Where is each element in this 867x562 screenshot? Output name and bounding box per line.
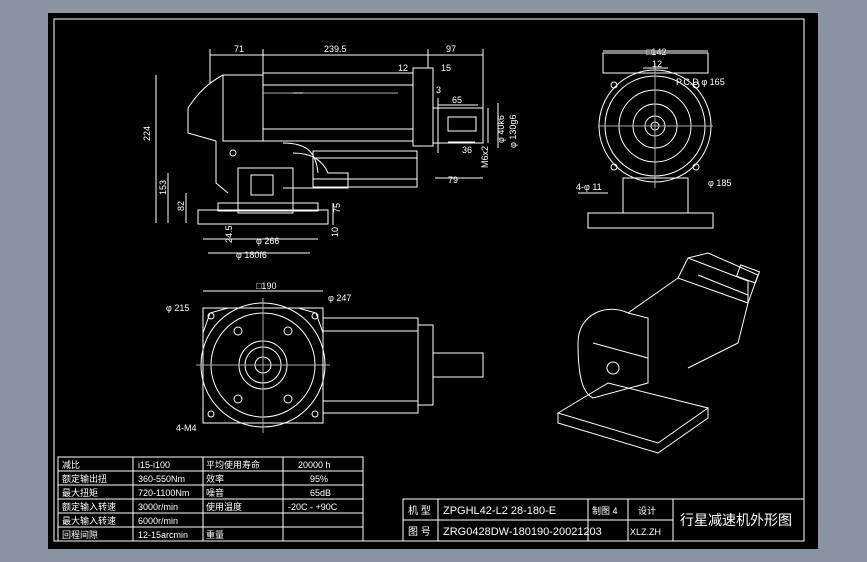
drawing-title: 行星减速机外形图 bbox=[680, 512, 792, 528]
spec-label: 平均使用寿命 bbox=[206, 459, 260, 470]
spec-label: 额定输出扭 bbox=[62, 473, 107, 484]
dim-sq142: □142 bbox=[646, 47, 666, 57]
designer-label: 设计 bbox=[638, 505, 656, 516]
dim-82: 82 bbox=[176, 201, 186, 211]
spec-table-lines bbox=[57, 456, 364, 542]
dim-71: 71 bbox=[234, 44, 244, 54]
front-view bbox=[155, 49, 499, 254]
spec-value: 3000r/min bbox=[138, 502, 178, 512]
spec-value: 12-15arcmin bbox=[138, 530, 188, 540]
title-block-lines bbox=[402, 498, 805, 542]
dim-phi266: φ 266 bbox=[256, 236, 279, 246]
drawing-no-label: 图 号 bbox=[408, 526, 431, 538]
spec-value: 720-1100Nm bbox=[138, 488, 189, 498]
dim-phi180f6: φ 180f6 bbox=[236, 250, 267, 260]
dim-79: 79 bbox=[448, 175, 458, 185]
drawing-number: ZRG0428DW-180190-20021203 bbox=[443, 526, 602, 538]
draw-date-label: 制图 4 bbox=[592, 505, 618, 516]
mark-label: XLZ.ZH bbox=[630, 527, 661, 537]
spec-label: 最大输入转速 bbox=[62, 515, 116, 526]
dim-239-5: 239.5 bbox=[324, 44, 347, 54]
model-number: ZPGHL42-L2 28-180-E bbox=[443, 505, 556, 517]
dim-153: 153 bbox=[158, 180, 168, 195]
dim-phi130g6: φ 130g6 bbox=[508, 115, 518, 148]
spec-label: 回程间隙 bbox=[62, 529, 98, 540]
dim-phi40k6: φ 40k6 bbox=[496, 115, 506, 143]
title-block: 机 型 ZPGHL42-L2 28-180-E 图 号 ZRG0428DW-18… bbox=[408, 504, 792, 538]
isometric-view bbox=[556, 252, 761, 454]
spec-value: 20000 h bbox=[298, 460, 331, 470]
dim-12a: 12 bbox=[398, 63, 408, 73]
dim-36: 36 bbox=[462, 145, 472, 155]
dim-holes-4-m: 4-M4 bbox=[176, 423, 197, 433]
model-label: 机 型 bbox=[408, 504, 431, 517]
dim-24-5: 24.5 bbox=[224, 225, 234, 243]
spec-value: 65dB bbox=[310, 488, 331, 498]
spec-label: 使用温度 bbox=[206, 501, 242, 512]
dim-224: 224 bbox=[142, 126, 152, 141]
bottom-view bbox=[196, 290, 484, 433]
dim-15: 15 bbox=[441, 63, 451, 73]
dim-phi185: φ 185 bbox=[708, 178, 731, 188]
spec-value: 360-550Nm bbox=[138, 474, 185, 484]
drawing-canvas[interactable]: 71 239.5 97 12 15 3 65 224 153 82 75 24.… bbox=[48, 13, 818, 549]
spec-label: 效率 bbox=[206, 473, 224, 484]
spec-value: 95% bbox=[310, 474, 328, 484]
spec-label: 重量 bbox=[206, 529, 224, 540]
spec-value: i15-i100 bbox=[138, 460, 170, 470]
dim-phi247: φ 247 bbox=[328, 293, 351, 303]
spec-label: 最大扭矩 bbox=[62, 487, 98, 498]
dim-75: 75 bbox=[332, 203, 342, 213]
spec-label: 噪音 bbox=[206, 487, 224, 498]
dim-sq190: □190 bbox=[256, 281, 276, 291]
dim-holes-4-11: 4-φ 11 bbox=[576, 182, 602, 192]
drawing-sheet: 71 239.5 97 12 15 3 65 224 153 82 75 24.… bbox=[53, 18, 805, 542]
spec-label: 减比 bbox=[62, 459, 80, 470]
dim-pcd165: P.C.D φ 165 bbox=[676, 77, 725, 87]
dim-phi215: φ 215 bbox=[166, 303, 189, 313]
spec-value: -20C - +90C bbox=[288, 502, 338, 512]
dim-12b: 12 bbox=[652, 59, 662, 69]
spec-label: 额定输入转速 bbox=[62, 501, 116, 512]
spec-value: 6000r/min bbox=[138, 516, 178, 526]
dim-65: 65 bbox=[452, 95, 462, 105]
dim-m6x2: M6x2 bbox=[480, 146, 490, 168]
dim-3: 3 bbox=[436, 85, 441, 95]
dim-97: 97 bbox=[446, 44, 456, 54]
side-view bbox=[578, 50, 714, 229]
spec-table: 减比 i15-i100 平均使用寿命 20000 h 额定输出扭 360-550… bbox=[62, 459, 338, 540]
dim-10: 10 bbox=[330, 227, 340, 237]
